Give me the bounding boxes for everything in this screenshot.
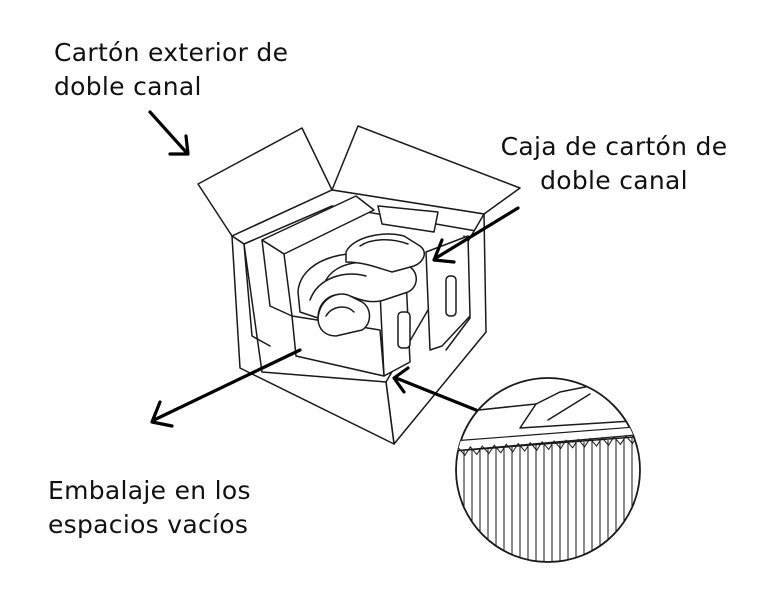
inner-box-arrow [432,206,520,264]
boxed-product-drawing [297,233,425,337]
magnifier-arrow [392,366,478,412]
inner-box-label-line-1: Caja de cartón de [500,132,728,161]
inner-carton-drawing [261,195,471,377]
outer-box-arrow [148,110,190,156]
outer-box-label-line-1: Cartón exterior de [54,38,289,67]
inner-box-label-line-2: doble canal [540,166,688,195]
inner-box-label: Caja de cartón de doble canal [498,130,730,198]
packing-label-line-2: espacios vacíos [48,510,249,539]
packing-label: Embalaje en los espacios vacíos [48,474,251,542]
outer-box-label: Cartón exterior de doble canal [54,36,288,104]
packing-arrow [150,348,302,428]
corrugated-cross-section-inset [455,377,641,563]
packing-label-line-1: Embalaje en los [48,476,251,505]
outer-box-label-line-2: doble canal [54,72,202,101]
